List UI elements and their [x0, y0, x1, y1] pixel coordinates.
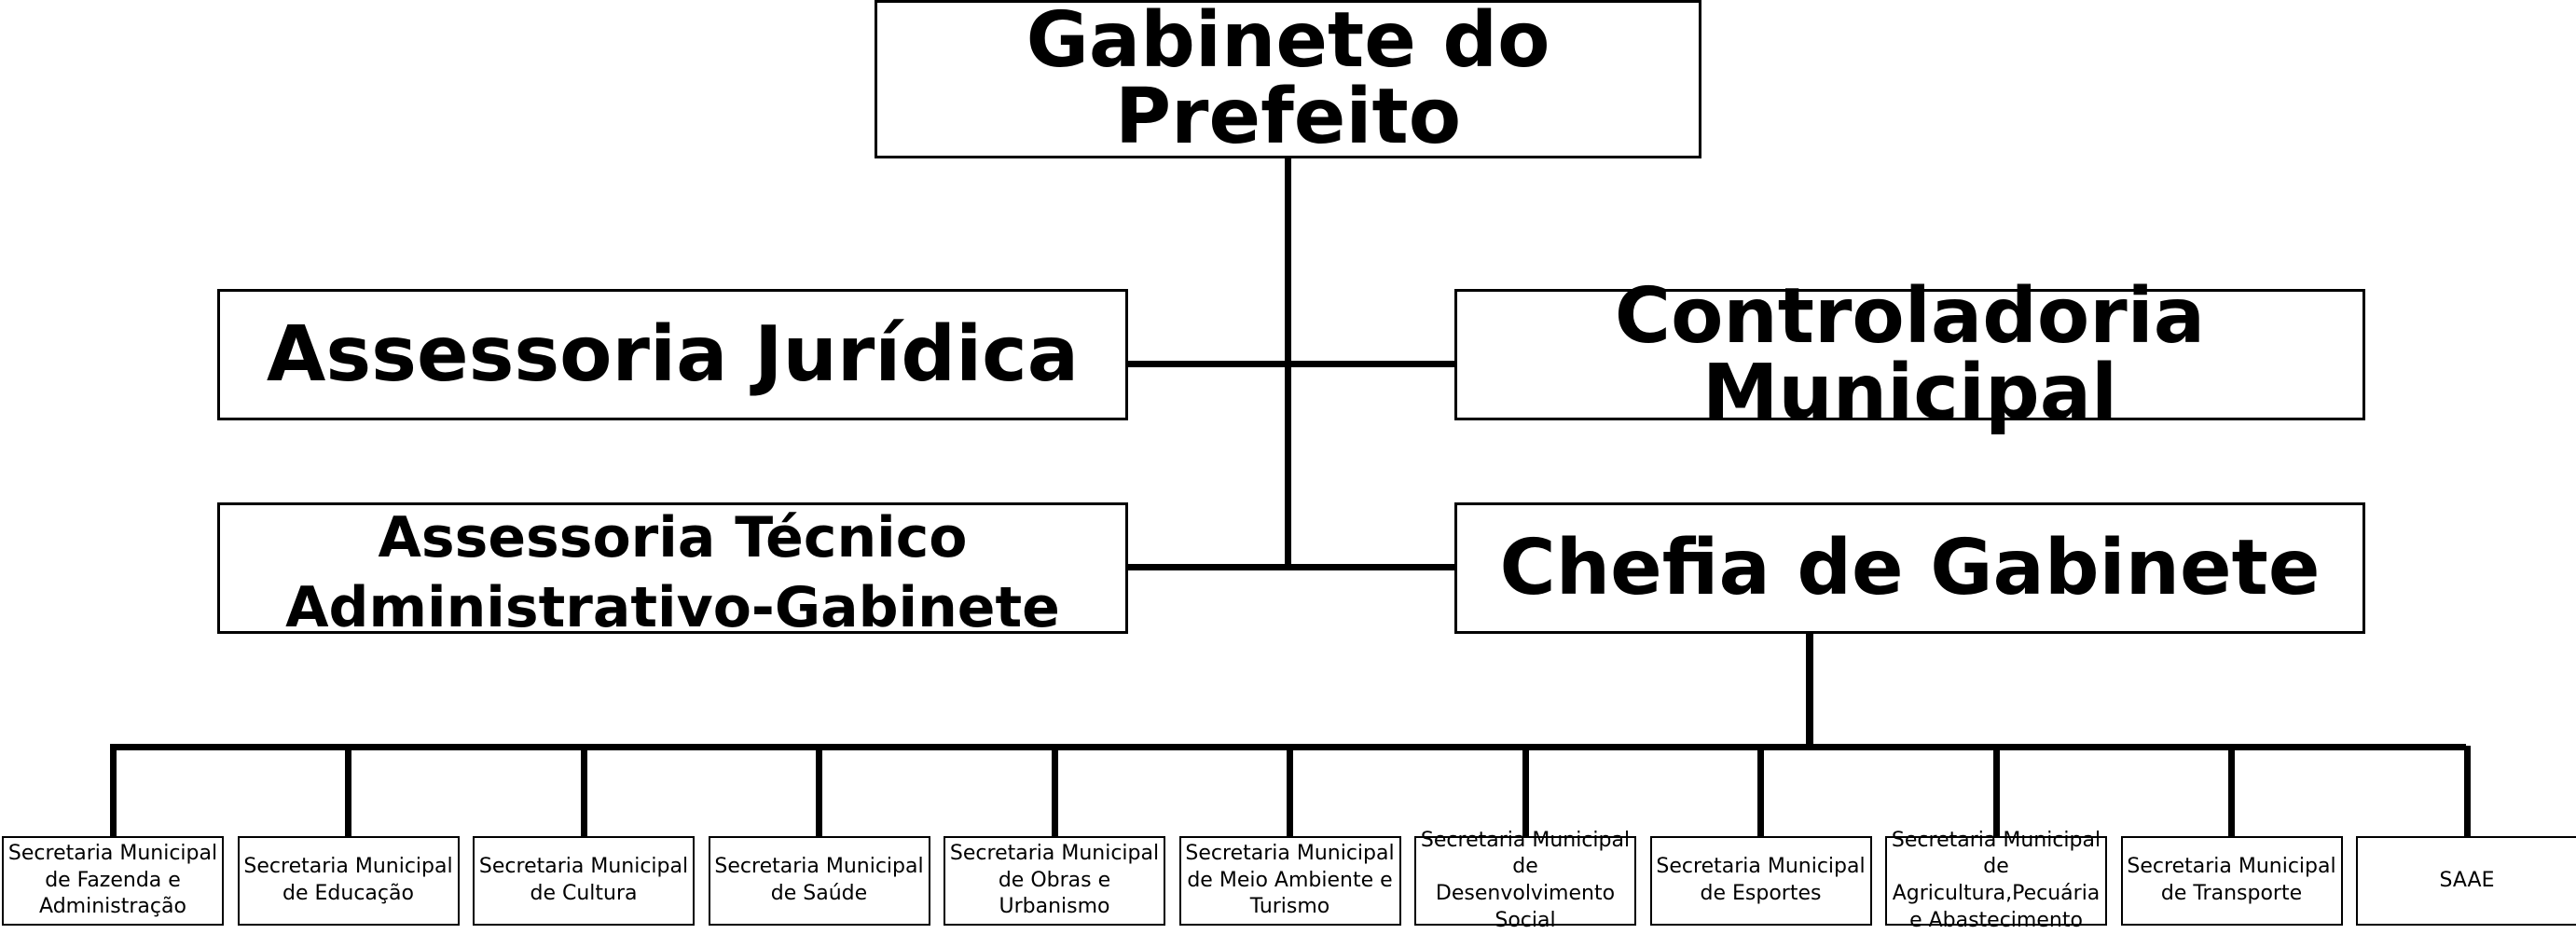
secretaria-box: Secretaria Municipal de Transporte: [2120, 836, 2343, 926]
secretaria-box: Secretaria Municipal de Saúde: [708, 836, 930, 926]
secretaria-label-line: de Esportes: [1700, 882, 1822, 905]
secretaria-label-line: Social: [1495, 908, 1556, 932]
secretaria-label-line: de Desenvolvimento: [1435, 855, 1616, 905]
secretaria-label-line: Secretaria Municipal: [1185, 842, 1395, 866]
secretaria-drop-line: [816, 746, 822, 836]
secretaria-box: Secretaria Municipal de Educação: [237, 836, 460, 926]
secretaria-label-line: de Transporte: [2160, 882, 2303, 905]
assessoria-tecnico-box: Assessoria Técnico Administrativo-Gabine…: [217, 502, 1128, 634]
secretaria-drop-line: [2463, 746, 2471, 836]
secretaria-drop-line: [1992, 746, 2000, 836]
secretaria-label-line: Secretaria Municipal: [243, 855, 453, 879]
secretaria-label-line: Secretaria Municipal: [714, 855, 924, 879]
chefia-de-gabinete-box: Chefia de Gabinete: [1454, 502, 2365, 634]
controladoria-municipal-label: Controladoria Municipal: [1614, 271, 2206, 437]
secretaria-label-line: e Abastecimento: [1909, 908, 2083, 932]
secretaria-box: Secretaria Municipal de Esportes: [1649, 836, 1872, 926]
secretaria-label-line: de Educação: [282, 882, 414, 905]
connector-tecnico-chefia: [1125, 564, 1456, 570]
secretaria-box: SAAE: [2356, 836, 2576, 926]
secretaria-label-line: SAAE: [2439, 868, 2495, 892]
secretaria-drop-line: [1287, 746, 1293, 836]
secretaria-label-line: de Cultura: [530, 882, 638, 905]
chefia-down-line: [1806, 630, 1813, 748]
secretaria-label-line: Secretaria Municipal: [949, 842, 1160, 866]
secretaria-box: Secretaria Municipal de Agricultura,Pecuá…: [1885, 829, 2107, 932]
assessoria-tecnico-label-line1: Assessoria Técnico: [378, 505, 968, 570]
secretaria-drop-line: [580, 746, 587, 836]
secretaria-drop-line: [1522, 746, 1529, 836]
secretaria-label-line: Secretaria Municipal: [1420, 828, 1631, 852]
secretaria-drop-line: [2228, 746, 2235, 836]
secretaria-label-line: de Obras e Urbanismo: [998, 868, 1111, 919]
secretaria-label-line: Secretaria Municipal: [2127, 855, 2336, 879]
secretaria-label-line: de Meio Ambiente e: [1187, 868, 1393, 892]
assessoria-tecnico-label-line2: Administrativo-Gabinete: [285, 575, 1060, 634]
connector-juridica-controladoria: [1125, 361, 1456, 367]
secretaria-label-line: Secretaria Municipal: [478, 855, 689, 879]
secretaria-drop-line: [1757, 746, 1764, 836]
secretaria-drop-line: [109, 746, 117, 836]
secretaria-box: Secretaria Municipal de Cultura: [473, 836, 695, 926]
gabinete-do-prefeito-label: Gabinete do Prefeito: [1026, 0, 1550, 161]
secretaria-label-line: de Saúde: [770, 882, 868, 905]
secretaria-label-line: de Fazenda e: [45, 868, 181, 892]
secretaria-drop-line: [1051, 746, 1058, 836]
secretaria-label-line: Secretaria Municipal: [7, 842, 218, 866]
assessoria-juridica-box: Assessoria Jurídica: [217, 289, 1128, 420]
chefia-de-gabinete-label: Chefia de Gabinete: [1499, 523, 2321, 612]
assessoria-juridica-label: Assessoria Jurídica: [266, 309, 1080, 399]
gabinete-do-prefeito-box: Gabinete do Prefeito: [875, 0, 1701, 158]
secretaria-label-line: Agricultura,Pecuária: [1892, 882, 2101, 905]
secretaria-label-line: Turismo: [1249, 895, 1330, 919]
secretaria-label-line: Administração: [39, 895, 186, 919]
controladoria-municipal-box: Controladoria Municipal: [1454, 278, 2365, 431]
secretaria-drop-line: [345, 746, 351, 836]
secretaria-label-line: Secretaria Municipal de: [1891, 828, 2101, 879]
secretaria-label-line: Secretaria Municipal: [1656, 855, 1866, 879]
